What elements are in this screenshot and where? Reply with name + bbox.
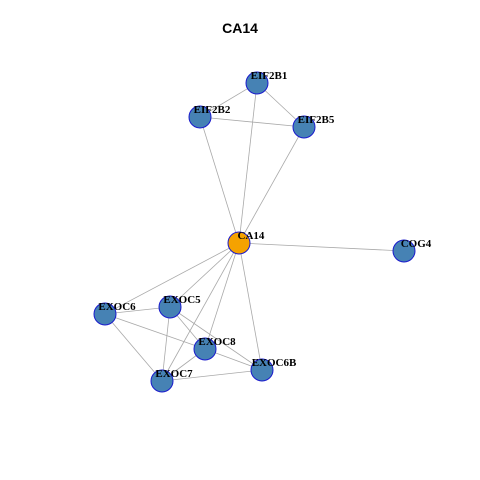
- node-label-ca14: CA14: [238, 230, 265, 242]
- nodes-layer: [93, 71, 416, 393]
- edge-exoc5-exoc7: [161, 306, 171, 382]
- node-eif2b5[interactable]: [292, 115, 316, 139]
- edge-ca14-exoc8: [204, 242, 240, 350]
- edge-ca14-exoc6b: [238, 242, 263, 371]
- node-ca14[interactable]: [227, 231, 251, 255]
- edge-exoc6-exoc7: [104, 313, 163, 382]
- node-cog4[interactable]: [392, 239, 416, 263]
- node-label-eif2b5: EIF2B5: [298, 114, 335, 126]
- node-label-exoc5: EXOC5: [163, 294, 201, 306]
- node-label-eif2b1: EIF2B1: [251, 70, 288, 82]
- node-label-eif2b2: EIF2B2: [194, 104, 231, 116]
- edge-ca14-cog4: [238, 242, 405, 252]
- node-exoc8[interactable]: [193, 337, 217, 361]
- edge-eif2b5-ca14: [238, 126, 305, 244]
- edge-eif2b2-ca14: [199, 116, 240, 244]
- edge-ca14-exoc5: [169, 242, 240, 308]
- node-label-exoc8: EXOC8: [198, 336, 236, 348]
- node-label-exoc7: EXOC7: [155, 368, 193, 380]
- node-eif2b2[interactable]: [188, 105, 212, 129]
- edge-exoc6-exoc8: [104, 313, 206, 350]
- node-eif2b1[interactable]: [245, 71, 269, 95]
- node-label-cog4: COG4: [401, 238, 432, 250]
- edge-exoc7-exoc6b: [161, 369, 263, 382]
- edge-eif2b1-ca14: [238, 82, 258, 244]
- node-exoc7[interactable]: [150, 369, 174, 393]
- node-label-exoc6: EXOC6: [98, 301, 136, 313]
- edge-ca14-exoc6: [104, 242, 240, 315]
- graph-title: CA14: [222, 20, 258, 36]
- node-exoc6b[interactable]: [250, 358, 274, 382]
- node-exoc6[interactable]: [93, 302, 117, 326]
- node-label-exoc6b: EXOC6B: [252, 357, 297, 369]
- edge-exoc5-exoc6b: [169, 306, 263, 371]
- edge-eif2b2-eif2b5: [199, 116, 305, 128]
- node-exoc5[interactable]: [158, 295, 182, 319]
- edge-ca14-exoc7: [161, 242, 240, 382]
